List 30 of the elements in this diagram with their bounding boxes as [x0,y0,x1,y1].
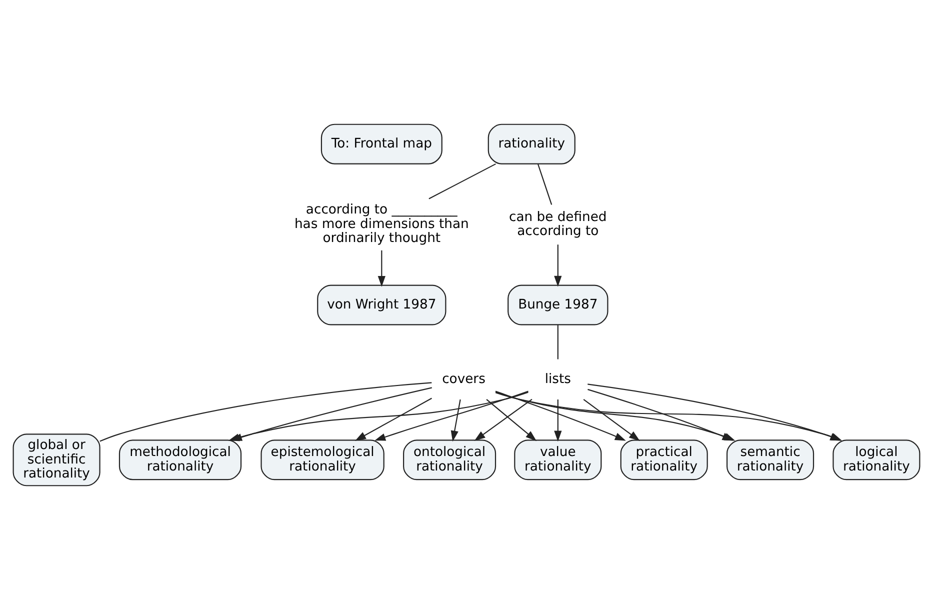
arrow [230,386,432,440]
connector [537,163,552,204]
arrow [474,398,532,440]
arrow [486,398,537,441]
node-box: Bunge 1987 [508,284,608,325]
node-box: value rationality [514,439,602,480]
arrow [374,390,528,440]
node-box: von Wright 1987 [317,284,446,325]
connector [557,324,558,359]
node-box: methodological rationality [118,439,242,480]
node-box: rationality [488,123,576,164]
node-box: global or scientific rationality [12,433,100,486]
node-box: ontological rationality [403,439,496,480]
node-text: covers [442,371,486,386]
arrow [495,390,626,440]
node-box: semantic rationality [726,439,814,480]
node-box: logical rationality [832,439,920,480]
node-text: lists [544,371,571,386]
node-box: To: Frontal map [320,123,442,164]
arrow [450,398,461,442]
arrow [554,244,562,286]
connector [428,162,496,199]
node-text: can be defined according to [509,209,607,239]
arrow [554,398,562,442]
node-box: epistemological rationality [260,439,384,480]
node-box: practical rationality [620,439,708,480]
arrow [378,250,386,286]
node-text: according to __________ has more dimensions than ordinarily thought [294,202,469,246]
arrow [583,398,640,441]
arrow [354,397,432,440]
